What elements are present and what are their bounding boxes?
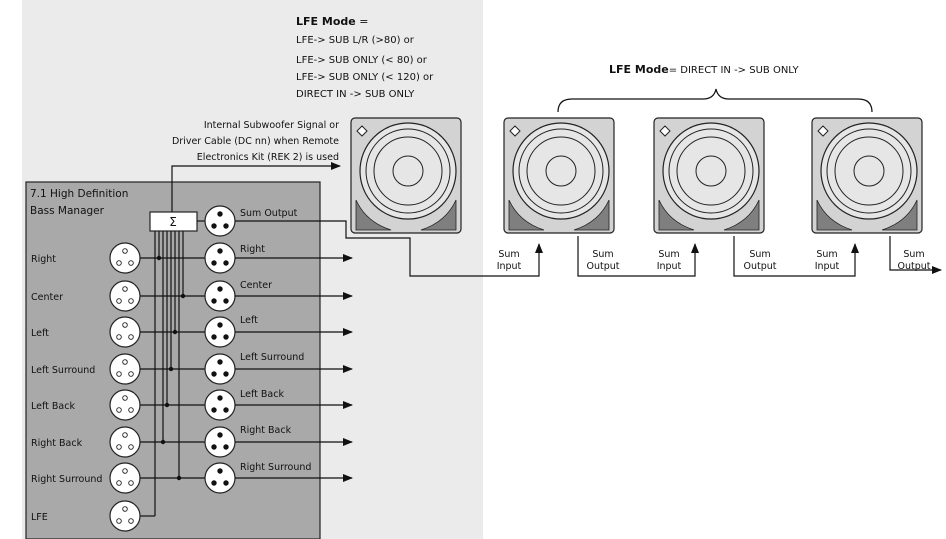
output-connector-right xyxy=(204,242,236,274)
input-connector-left-surround xyxy=(109,353,141,385)
lfe-mode-option-1: LFE-> SUB L/R (>80) or xyxy=(296,35,415,46)
channel-row-left: Left Left xyxy=(31,315,353,348)
channel-row-left-surround: Left Surround Left Surround xyxy=(31,352,353,385)
input-connector-left xyxy=(109,316,141,348)
input-connector-right xyxy=(109,242,141,274)
chain-cable-2 xyxy=(733,236,859,277)
sum-output-label-3-a: Sum xyxy=(749,249,770,260)
output-connector-right-back xyxy=(204,426,236,458)
sigma-symbol: Σ xyxy=(169,215,177,229)
input-connector-right-back xyxy=(109,426,141,458)
sum-output-label-2-a: Sum xyxy=(592,249,613,260)
input-label-left: Left xyxy=(31,328,49,339)
lfe-mode-option-4: DIRECT IN -> SUB ONLY xyxy=(296,89,415,100)
subwoofer-main xyxy=(350,117,462,234)
input-connector-left-back xyxy=(109,389,141,421)
input-label-left-surround: Left Surround xyxy=(31,365,95,376)
input-label-right-surround: Right Surround xyxy=(31,474,102,485)
subwoofer-2 xyxy=(503,117,615,234)
channel-row-right-back: Right Back Right Back xyxy=(31,425,353,458)
channel-row-right-surround: Right Surround Right Surround xyxy=(31,462,353,494)
sum-output-connector xyxy=(204,205,236,237)
internal-cable xyxy=(171,162,341,212)
chain-cable-3 xyxy=(889,236,942,274)
lfe-mode-left-title: LFE Mode = xyxy=(296,15,368,28)
output-label-left: Left xyxy=(240,315,258,326)
sum-output-cable xyxy=(235,220,543,277)
output-connector-center xyxy=(204,280,236,312)
chain-cable-1 xyxy=(577,236,699,277)
lfe-mode-option-2: LFE-> SUB ONLY (< 80) or xyxy=(296,55,428,66)
input-label-center: Center xyxy=(31,292,63,303)
sum-input-label-3-b: Input xyxy=(657,261,682,272)
input-connector-lfe xyxy=(109,500,141,532)
output-connector-left xyxy=(204,316,236,348)
output-label-left-surround: Left Surround xyxy=(240,352,304,363)
channel-row-left-back: Left Back Left Back xyxy=(31,389,353,421)
output-label-right-back: Right Back xyxy=(240,425,292,436)
lfe-mode-option-3: LFE-> SUB ONLY (< 120) or xyxy=(296,72,434,83)
cable-note-line-1: Internal Subwoofer Signal or xyxy=(204,120,339,131)
speaker-group-brace xyxy=(557,88,873,113)
output-label-right-surround: Right Surround xyxy=(240,462,311,473)
input-label-lfe: LFE xyxy=(31,512,48,523)
sum-input-label-4-b: Input xyxy=(815,261,840,272)
output-label-center: Center xyxy=(240,280,272,291)
sum-input-label-3-a: Sum xyxy=(658,249,679,260)
channel-row-center: Center Center xyxy=(31,280,353,312)
channel-row-right: Right Right xyxy=(31,242,353,274)
input-connector-right-surround xyxy=(109,462,141,494)
sum-input-label-1-b: Input xyxy=(497,261,522,272)
bass-manager-box xyxy=(25,181,321,539)
output-connector-left-surround xyxy=(204,353,236,385)
bass-manager-title-1: 7.1 High Definition xyxy=(30,188,128,200)
cable-note-line-3: Electronics Kit (REK 2) is used xyxy=(197,152,339,163)
sum-input-label-1-a: Sum xyxy=(498,249,519,260)
output-connector-right-surround xyxy=(204,462,236,494)
sum-input-label-4-a: Sum xyxy=(816,249,837,260)
input-label-right-back: Right Back xyxy=(31,438,83,449)
subwoofer-3 xyxy=(653,117,765,234)
sum-output-label-4-b: Output xyxy=(898,261,931,272)
lfe-mode-right-label: LFE Mode= DIRECT IN -> SUB ONLY xyxy=(609,63,800,76)
sum-output-label-3-b: Output xyxy=(744,261,777,272)
cable-note-line-2: Driver Cable (DC nn) when Remote xyxy=(172,136,339,147)
output-connector-left-back xyxy=(204,389,236,421)
output-label-left-back: Left Back xyxy=(240,389,284,400)
input-label-left-back: Left Back xyxy=(31,401,75,412)
input-connector-center xyxy=(109,280,141,312)
sum-output-label: Sum Output xyxy=(240,208,298,219)
sum-output-label-2-b: Output xyxy=(587,261,620,272)
summing-bus xyxy=(140,231,184,517)
channel-row-lfe: LFE xyxy=(31,500,141,532)
input-label-right: Right xyxy=(31,254,56,265)
sum-output-label-4-a: Sum xyxy=(903,249,924,260)
output-label-right: Right xyxy=(240,244,265,255)
subwoofer-4 xyxy=(811,117,923,234)
bass-manager-title-2: Bass Manager xyxy=(30,205,105,217)
